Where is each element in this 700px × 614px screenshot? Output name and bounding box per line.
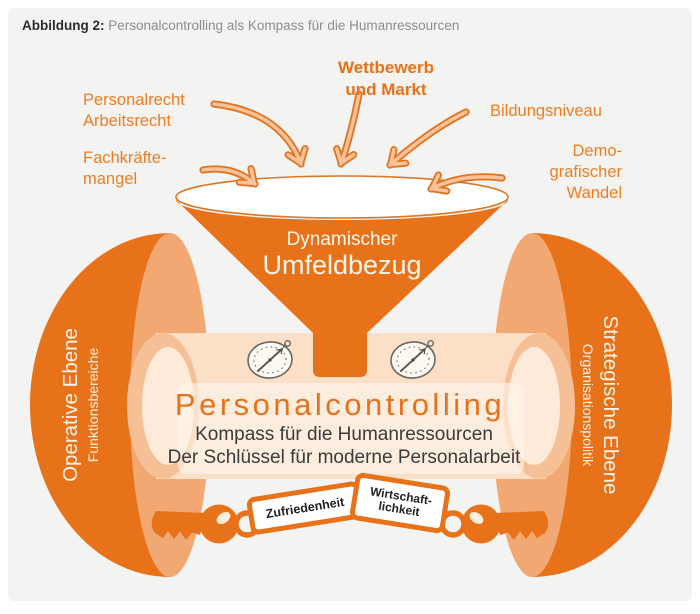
inflow-arrow-personalrecht xyxy=(210,100,309,168)
strategische-ebene-label: Strategische Ebene Organisationspolitik xyxy=(580,316,622,495)
figure-caption: Abbildung 2: Personalcontrolling als Kom… xyxy=(22,18,459,33)
cylinder xyxy=(127,333,575,479)
inflow-arrow-fachkraeftemangel xyxy=(199,165,259,188)
operative-ebene-title: Operative Ebene xyxy=(59,328,82,482)
inflow-arrows xyxy=(199,90,506,195)
factor-label-personalrecht: Personalrecht Arbeitsrecht xyxy=(83,91,185,131)
controlling-subtitle-2: Der Schlüssel für moderne Personalarbeit xyxy=(167,447,521,468)
strategische-ebene-subtitle: Organisationspolitik xyxy=(580,343,596,467)
figure-caption-text: Personalcontrolling als Kompass für die … xyxy=(108,18,460,33)
inflow-arrow-demografie xyxy=(427,171,506,195)
hemisphere-strategische xyxy=(492,233,672,577)
operative-ebene-label: Operative Ebene Funktionsbereiche xyxy=(59,328,101,482)
hemisphere-operative xyxy=(30,233,210,577)
funnel-text-line1: Dynamischer xyxy=(286,229,398,250)
factor-label-bildungsniveau: Bildungsniveau xyxy=(490,102,602,120)
inflow-arrow-wettbewerb xyxy=(333,90,363,168)
funnel-text-line2: Umfeldbezug xyxy=(262,250,422,280)
factor-label-fachkraeftemangel: Fachkräfte- mangel xyxy=(83,149,167,189)
inflow-arrow-bildungsniveau xyxy=(386,108,470,169)
controlling-title: Personalcontrolling xyxy=(174,387,506,422)
controlling-subtitle-1: Kompass für die Humanressourcen xyxy=(195,424,493,445)
figure-number: Abbildung 2: xyxy=(22,18,105,33)
operative-ebene-subtitle: Funktionsbereiche xyxy=(85,347,101,463)
strategische-ebene-title: Strategische Ebene xyxy=(599,315,622,495)
factor-label-demografischer-wandel: Demo- grafischer Wandel xyxy=(549,142,622,203)
factor-label-wettbewerb-markt: Wettbewerb und Markt xyxy=(337,58,435,99)
funnel-shape xyxy=(175,175,509,377)
